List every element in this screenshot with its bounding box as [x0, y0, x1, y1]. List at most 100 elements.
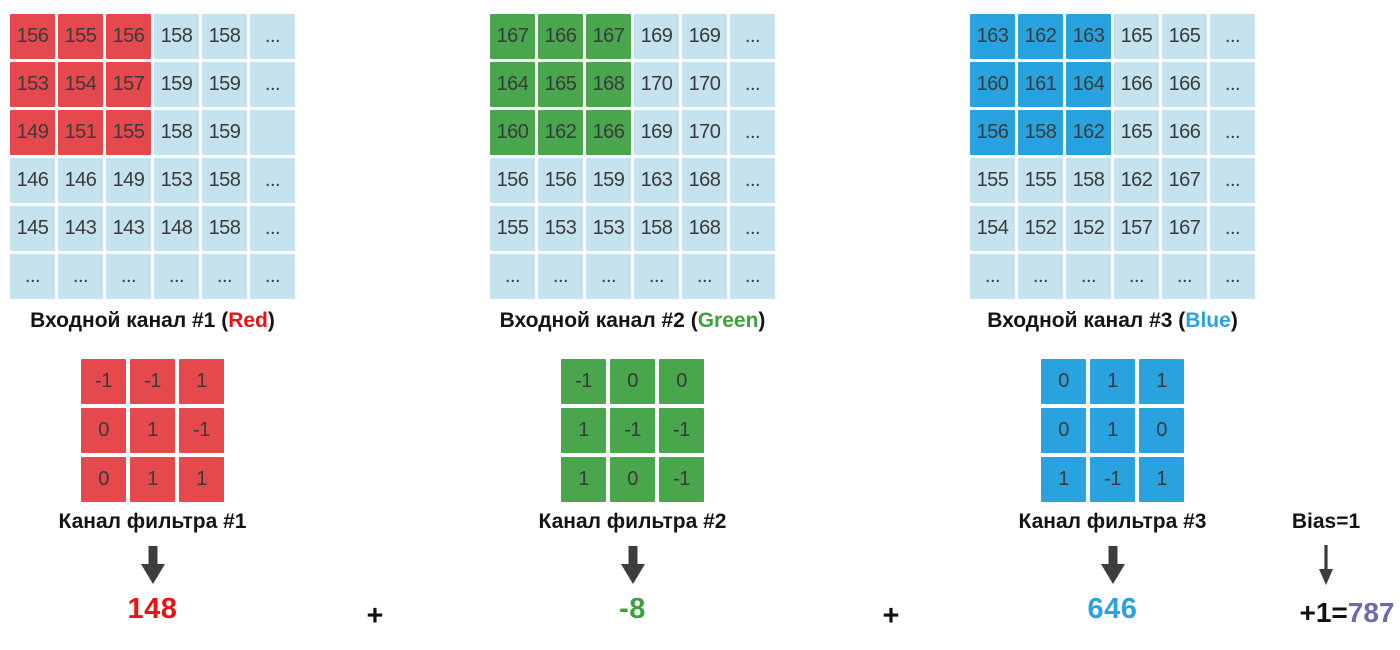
filter-label-2: Канал фильтра #2 — [538, 510, 727, 533]
input-cell: ... — [634, 254, 679, 299]
filter-cell: -1 — [179, 408, 224, 453]
down-arrow-icon — [140, 546, 165, 584]
input-cell: 164 — [490, 62, 535, 107]
input-cell: 165 — [1162, 14, 1207, 59]
filter-cell: -1 — [130, 359, 175, 404]
input-cell — [250, 110, 295, 155]
input-cell: 168 — [682, 206, 727, 251]
input-cell: ... — [1162, 254, 1207, 299]
input-cell: 143 — [58, 206, 103, 251]
input-cell: ... — [730, 110, 775, 155]
input-cell: 151 — [58, 110, 103, 155]
input-cell: 145 — [10, 206, 55, 251]
input-cell: 155 — [106, 110, 151, 155]
input-cell: 153 — [154, 158, 199, 203]
input-cell: 153 — [538, 206, 583, 251]
input-cell: ... — [730, 254, 775, 299]
down-arrow-icon — [1319, 545, 1333, 585]
filter-cell: -1 — [659, 408, 704, 453]
input-cell: ... — [1210, 62, 1255, 107]
input-cell: 158 — [154, 110, 199, 155]
input-cell: 153 — [586, 206, 631, 251]
channel-color-word-2: Green — [697, 309, 759, 332]
input-cell: 168 — [586, 62, 631, 107]
input-cell: ... — [202, 254, 247, 299]
input-cell: 157 — [1114, 206, 1159, 251]
input-cell: ... — [250, 158, 295, 203]
input-cell: 152 — [1018, 206, 1063, 251]
input-cell: ... — [730, 62, 775, 107]
input-cell: 156 — [538, 158, 583, 203]
filter-cell: 1 — [1139, 457, 1184, 502]
filter-label-3: Канал фильтра #3 — [1018, 510, 1207, 533]
input-cell: 158 — [154, 14, 199, 59]
filter-cell: 0 — [659, 359, 704, 404]
input-cell: 159 — [202, 110, 247, 155]
bias-label: Bias=1 — [1291, 510, 1361, 533]
filter-cell: 1 — [179, 359, 224, 404]
input-cell: 154 — [970, 206, 1015, 251]
input-cell: 162 — [538, 110, 583, 155]
input-cell: 166 — [586, 110, 631, 155]
filter-cell: 1 — [561, 408, 606, 453]
filter-cell: 1 — [130, 457, 175, 502]
input-cell: 159 — [154, 62, 199, 107]
filter-cell: 1 — [179, 457, 224, 502]
input-cell: 159 — [586, 158, 631, 203]
input-cell: 153 — [10, 62, 55, 107]
input-cell: ... — [682, 254, 727, 299]
input-cell: ... — [250, 206, 295, 251]
input-cell: 166 — [1114, 62, 1159, 107]
input-cell: 162 — [1066, 110, 1111, 155]
channel-label-2-suffix: ) — [758, 309, 766, 332]
channel-label-2: Входной канал #2 (Green) — [500, 309, 766, 333]
total-result: 787 — [1347, 597, 1395, 628]
input-cell: 166 — [1162, 110, 1207, 155]
input-cell: 163 — [970, 14, 1015, 59]
input-cell: ... — [1210, 206, 1255, 251]
input-cell: 155 — [1018, 158, 1063, 203]
input-cell: 160 — [490, 110, 535, 155]
input-cell: 165 — [1114, 110, 1159, 155]
input-cell: ... — [730, 14, 775, 59]
input-cell: 156 — [490, 158, 535, 203]
input-cell: 166 — [538, 14, 583, 59]
input-cell: 167 — [490, 14, 535, 59]
input-cell: 169 — [634, 110, 679, 155]
input-cell: 170 — [634, 62, 679, 107]
input-cell: 158 — [634, 206, 679, 251]
channel-label-1-prefix: Входной канал #1 ( — [30, 309, 229, 332]
filter-cell: -1 — [81, 359, 126, 404]
input-cell: ... — [1210, 110, 1255, 155]
channel-color-word-3: Blue — [1185, 309, 1231, 332]
channel-label-3-suffix: ) — [1230, 309, 1238, 332]
input-cell: 143 — [106, 206, 151, 251]
filter-cell: 1 — [1041, 457, 1086, 502]
input-cell: 149 — [106, 158, 151, 203]
input-cell: ... — [730, 158, 775, 203]
input-cell: 148 — [154, 206, 199, 251]
filter-cell: -1 — [561, 359, 606, 404]
channel-label-1-suffix: ) — [267, 309, 275, 332]
input-cell: ... — [970, 254, 1015, 299]
input-cell: 155 — [970, 158, 1015, 203]
input-cell: 170 — [682, 62, 727, 107]
input-cell: ... — [1018, 254, 1063, 299]
down-arrow-icon — [1100, 546, 1125, 584]
input-cell: 165 — [538, 62, 583, 107]
input-cell: ... — [1066, 254, 1111, 299]
bias-formula: +1=787 — [1300, 597, 1395, 629]
filter-cell: 0 — [610, 359, 655, 404]
channel-color-word-1: Red — [228, 309, 268, 332]
filter-label-1: Канал фильтра #1 — [58, 510, 247, 533]
filter-cell: -1 — [610, 408, 655, 453]
input-cell: ... — [154, 254, 199, 299]
filter-cell: 1 — [1139, 359, 1184, 404]
